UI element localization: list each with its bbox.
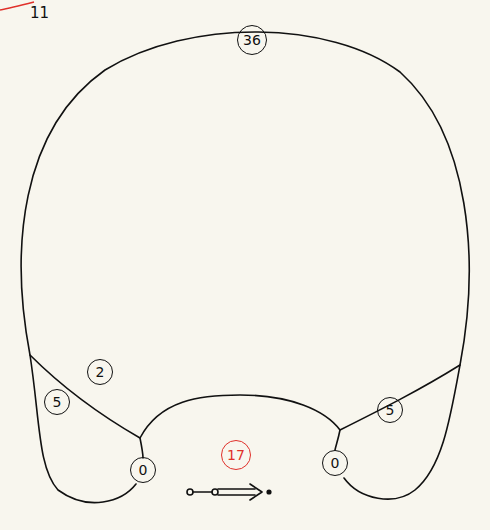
large-region: [21, 32, 469, 438]
middle-region-side: [140, 438, 143, 458]
callout-number: 36: [243, 33, 261, 47]
callout-number: 5: [53, 395, 62, 409]
callout-number: 5: [386, 403, 395, 417]
arrow-symbol: [187, 484, 271, 500]
circled-number: 5: [377, 397, 403, 423]
circled-number: 17: [221, 440, 251, 470]
middle-region-side: [335, 430, 340, 450]
circled-number: 2: [87, 359, 113, 385]
circled-number: 36: [237, 25, 267, 55]
callout-number: 17: [227, 448, 245, 462]
callout-number: 0: [139, 463, 148, 477]
left-lobe: [30, 355, 136, 503]
callout-number: 0: [331, 456, 340, 470]
right-lobe: [344, 365, 460, 499]
red-mark: [0, 2, 34, 10]
callout-number: 2: [96, 365, 105, 379]
circled-number: 0: [130, 457, 156, 483]
note-text: 11: [30, 4, 49, 22]
circled-number: 5: [44, 389, 70, 415]
circled-number: 0: [322, 450, 348, 476]
